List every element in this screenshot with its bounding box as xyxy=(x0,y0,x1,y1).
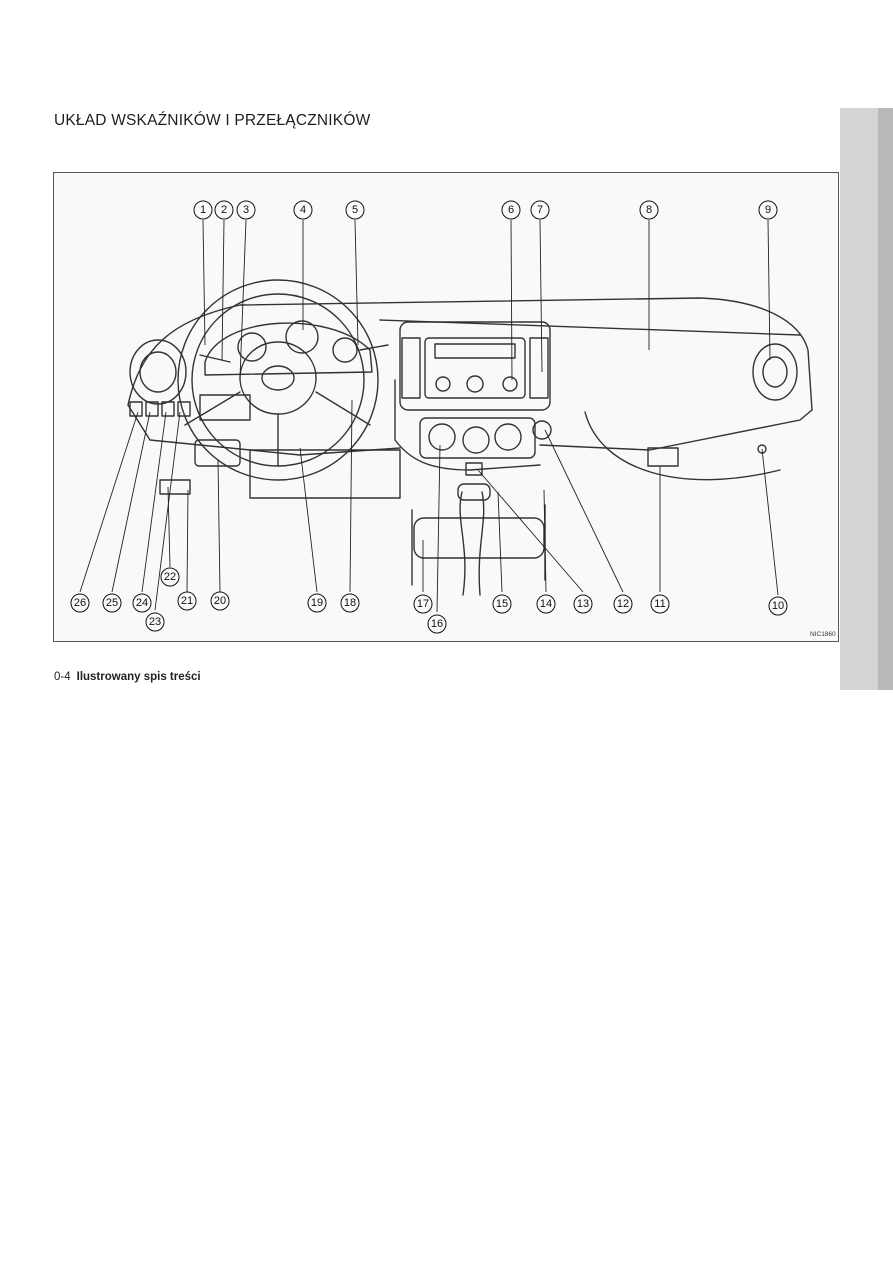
callout-5-label: 5 xyxy=(352,204,358,216)
callout-10-label: 10 xyxy=(772,600,784,612)
callout-11 xyxy=(650,594,670,614)
callout-24-label: 24 xyxy=(136,597,148,609)
switch-25 xyxy=(145,401,159,417)
brand-emblem xyxy=(261,365,295,391)
callout-25 xyxy=(102,593,122,613)
callout-20-label: 20 xyxy=(214,595,226,607)
callout-17-label: 17 xyxy=(417,598,429,610)
callout-16 xyxy=(427,614,447,634)
callout-11-label: 11 xyxy=(654,598,665,610)
callout-13-label: 13 xyxy=(577,598,589,610)
audio-unit xyxy=(424,337,526,399)
callout-23-label: 23 xyxy=(149,616,161,628)
callout-19-label: 19 xyxy=(311,597,323,609)
callout-15-label: 15 xyxy=(496,598,508,610)
callout-13 xyxy=(573,594,593,614)
hazard-switch xyxy=(465,462,483,476)
callout-9-label: 9 xyxy=(765,204,771,216)
page-number: 0-4 xyxy=(54,671,71,683)
lower-left-storage xyxy=(194,439,241,467)
callout-10 xyxy=(768,596,788,616)
callout-5 xyxy=(345,200,365,220)
bonnet-release xyxy=(159,479,191,495)
callout-24 xyxy=(132,593,152,613)
footer-section-title: Ilustrowany spis treści xyxy=(76,671,201,683)
callout-18-label: 18 xyxy=(344,597,356,609)
callout-26 xyxy=(70,593,90,613)
callout-2 xyxy=(214,200,234,220)
callout-7-label: 7 xyxy=(537,204,543,216)
callout-20 xyxy=(210,591,230,611)
glove-box-outline xyxy=(584,411,781,481)
callout-9 xyxy=(758,200,778,220)
callout-4 xyxy=(293,200,313,220)
gear-lever xyxy=(459,491,466,596)
center-console-stack xyxy=(399,321,551,411)
horn-pad xyxy=(239,341,317,415)
callout-6 xyxy=(501,200,521,220)
callout-16-label: 16 xyxy=(431,618,443,630)
callout-1-label: 1 xyxy=(200,204,206,216)
switch-26 xyxy=(129,401,143,417)
callout-3-label: 3 xyxy=(243,204,249,216)
callout-8-label: 8 xyxy=(646,204,652,216)
callout-25-label: 25 xyxy=(106,597,118,609)
callout-14 xyxy=(536,594,556,614)
lower-center-tray xyxy=(249,449,401,499)
callout-6-label: 6 xyxy=(508,204,514,216)
callout-12 xyxy=(613,594,633,614)
callout-23 xyxy=(145,612,165,632)
cup-holder-area xyxy=(413,517,545,559)
switch-24 xyxy=(161,401,175,417)
callout-26-label: 26 xyxy=(74,597,86,609)
dashboard-figure-frame xyxy=(53,172,839,642)
callout-7 xyxy=(530,200,550,220)
figure-code: NIC1860 xyxy=(810,631,836,638)
callout-8 xyxy=(639,200,659,220)
page-edge-shadow xyxy=(878,108,893,690)
center-vent-right xyxy=(529,337,549,399)
glove-box-handle xyxy=(647,447,679,467)
center-vent-left xyxy=(401,337,421,399)
callout-21-label: 21 xyxy=(181,595,193,607)
callout-19 xyxy=(307,593,327,613)
callout-22-label: 22 xyxy=(164,571,176,583)
callout-18 xyxy=(340,593,360,613)
page-title: UKŁAD WSKAŹNIKÓW I PRZEŁĄCZNIKÓW xyxy=(54,112,371,129)
callout-14-label: 14 xyxy=(540,598,552,610)
callout-17 xyxy=(413,594,433,614)
steering-wheel xyxy=(177,279,379,481)
callout-3 xyxy=(236,200,256,220)
callout-1 xyxy=(193,200,213,220)
climate-control-panel xyxy=(419,417,536,459)
callout-2-label: 2 xyxy=(221,204,227,216)
callout-12-label: 12 xyxy=(617,598,629,610)
callout-15 xyxy=(492,594,512,614)
dashboard-top-line xyxy=(127,297,813,411)
callout-4-label: 4 xyxy=(300,204,306,216)
page-footer: 0-4 Ilustrowany spis treści xyxy=(54,671,201,683)
ignition-switch xyxy=(532,420,552,440)
callout-22 xyxy=(160,567,180,587)
callout-21 xyxy=(177,591,197,611)
right-air-vent xyxy=(752,343,798,401)
instrument-cluster xyxy=(204,322,373,376)
